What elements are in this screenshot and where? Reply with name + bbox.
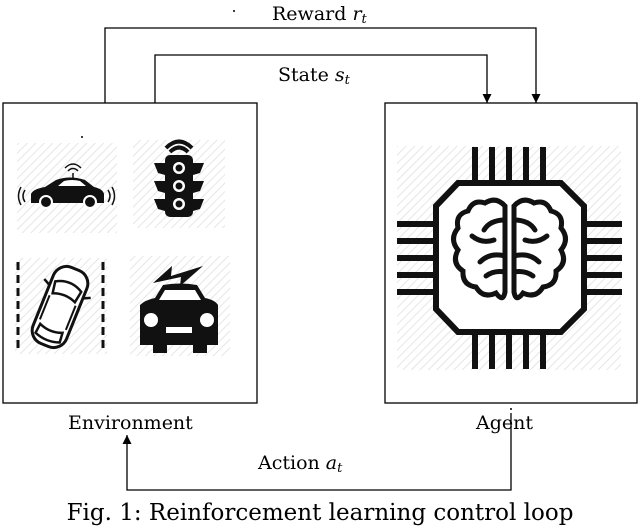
environment-label: Environment xyxy=(68,412,193,434)
agent-label: Agent xyxy=(476,412,533,434)
action-label: Action at xyxy=(258,452,343,476)
reward-label: Reward rt xyxy=(272,3,367,27)
stray-dot xyxy=(510,408,512,410)
reward-symbol: r xyxy=(352,3,362,25)
stray-dot xyxy=(233,10,235,12)
state-symbol: s xyxy=(334,64,345,86)
action-arrow xyxy=(122,413,512,491)
connected-car-icon xyxy=(17,143,117,233)
state-label: State st xyxy=(278,64,350,88)
stray-dot xyxy=(81,136,83,138)
traffic-light-icon xyxy=(133,139,225,228)
figure-caption: Fig. 1: Reinforcement learning control l… xyxy=(66,500,574,526)
parking-car-icon xyxy=(15,258,107,354)
reward-sub: t xyxy=(361,12,367,27)
action-sub: t xyxy=(337,461,343,476)
state-sub: t xyxy=(344,73,350,88)
electric-car-icon xyxy=(130,256,230,356)
state-arrow xyxy=(154,54,492,103)
ai-brain-chip-icon xyxy=(397,146,622,370)
action-symbol: a xyxy=(325,452,338,474)
state-text: State xyxy=(278,64,329,86)
reward-text: Reward xyxy=(272,3,347,25)
action-text: Action xyxy=(258,452,320,474)
reward-arrow xyxy=(104,27,541,103)
